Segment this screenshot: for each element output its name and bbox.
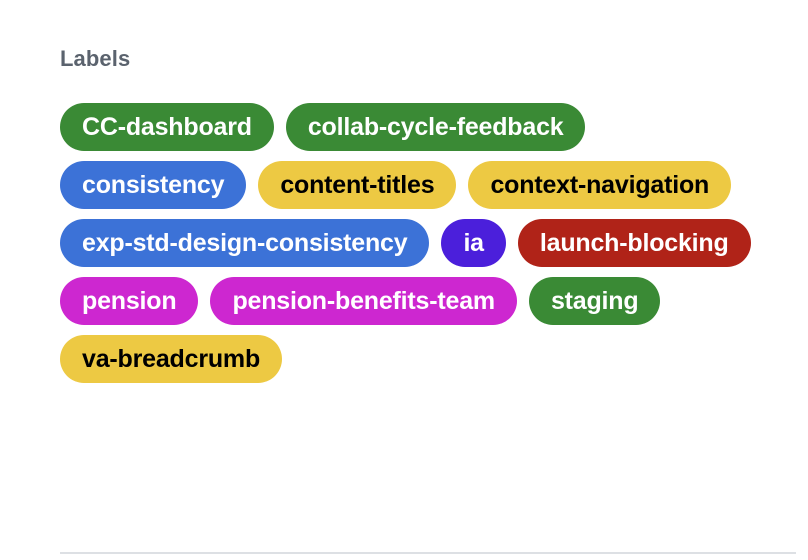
label-chip[interactable]: content-titles	[258, 161, 457, 209]
label-chip[interactable]: va-breadcrumb	[60, 335, 283, 383]
label-chip[interactable]: consistency	[60, 161, 247, 209]
label-chip[interactable]: pension-benefits-team	[210, 277, 517, 325]
label-chip[interactable]: pension	[60, 277, 199, 325]
section-divider	[60, 552, 796, 554]
label-chip[interactable]: exp-std-design-consistency	[60, 219, 430, 267]
label-chip[interactable]: launch-blocking	[517, 219, 751, 267]
label-chip[interactable]: context-navigation	[468, 161, 732, 209]
label-chip[interactable]: staging	[528, 277, 661, 325]
label-chip[interactable]: collab-cycle-feedback	[285, 103, 586, 151]
page-title: Labels	[60, 46, 131, 71]
label-chip[interactable]: ia	[441, 219, 506, 267]
label-chip[interactable]: CC-dashboard	[60, 103, 274, 151]
